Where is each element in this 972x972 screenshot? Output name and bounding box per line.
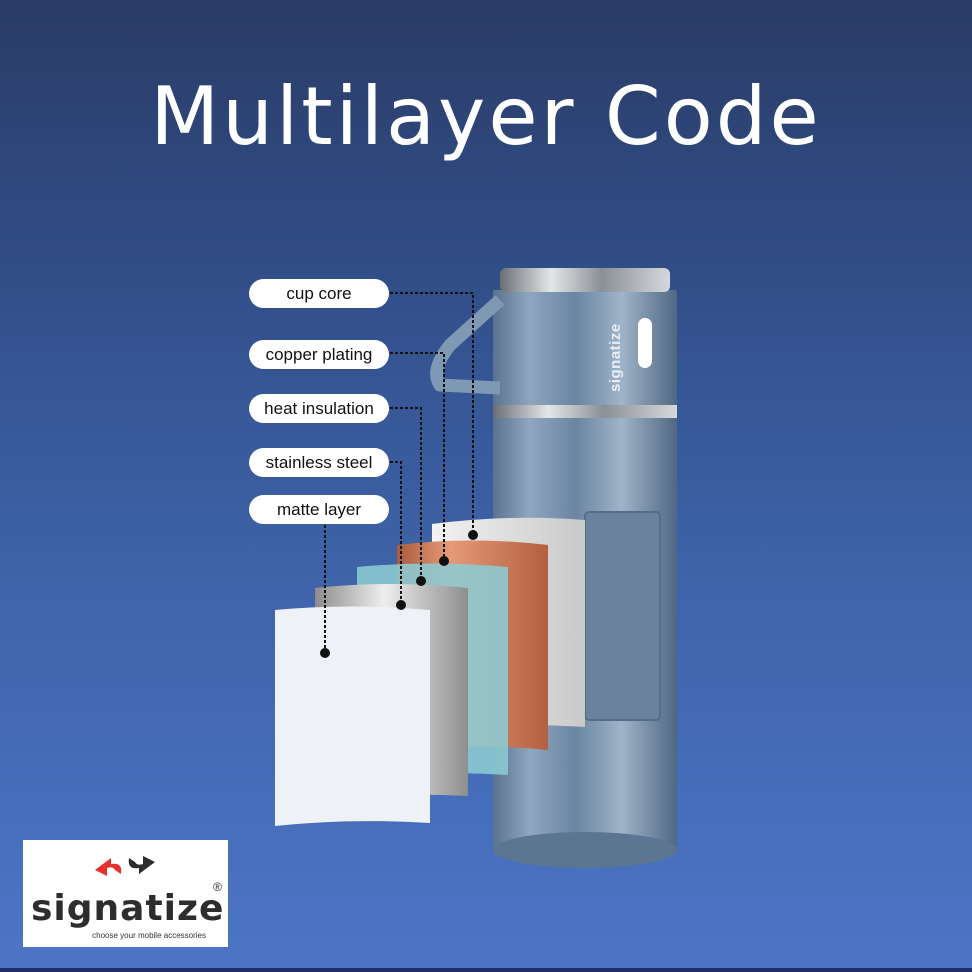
- registered-mark: ®: [213, 880, 222, 894]
- matte-layer: [275, 606, 430, 826]
- bottle-cap: [430, 268, 677, 405]
- page-title: Multilayer Code: [150, 70, 822, 163]
- label-cup-core: cup core: [249, 279, 389, 308]
- label-matte-layer: matte layer: [249, 495, 389, 524]
- bottom-border: [0, 968, 972, 972]
- leader-lines: [324, 292, 474, 653]
- brand-logo: signatize ® choose your mobile accessori…: [23, 840, 228, 947]
- label-stainless-steel: stainless steel: [249, 448, 389, 477]
- logo-s-icon: [95, 856, 155, 876]
- leader-dots: [320, 530, 478, 658]
- cap-brand-text: signatize: [607, 323, 624, 392]
- logo-tagline: choose your mobile accessories: [92, 931, 206, 940]
- label-copper-plating: copper plating: [249, 340, 389, 369]
- label-heat-insulation: heat insulation: [249, 394, 389, 423]
- logo-wordmark: signatize: [31, 888, 225, 929]
